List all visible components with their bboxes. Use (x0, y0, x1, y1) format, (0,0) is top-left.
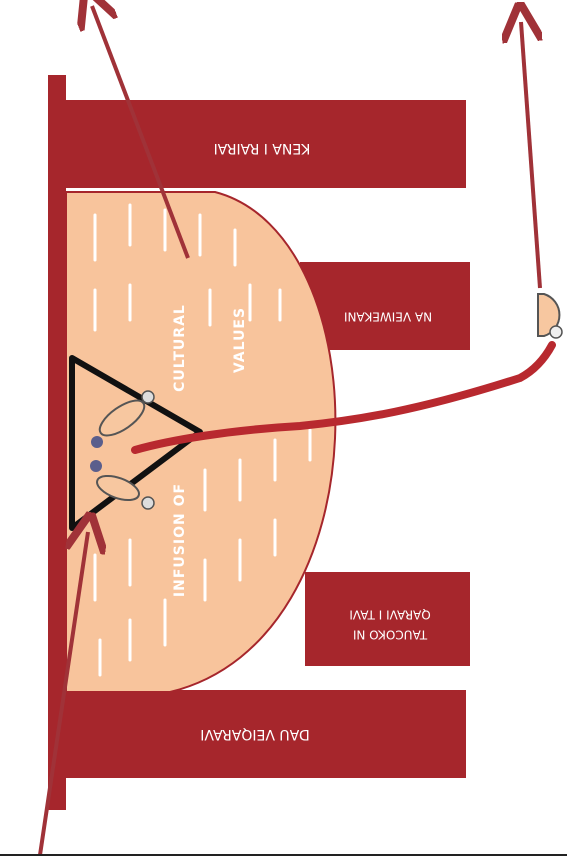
infusion-label-line1: INFUSION OF (172, 483, 188, 597)
infusion-label-line3: VALUES (232, 307, 248, 373)
lower-mid-bar-label-line2: QARAVI I TAVI (349, 608, 430, 622)
bottom-bar-label: DAU VEIQARAVI (200, 726, 310, 742)
infusion-label-line2: CULTURAL (172, 304, 188, 392)
upper-mid-bar-label: NA VEIWEKANI (344, 310, 432, 324)
top-bar-label: KENA I RAIRAI (214, 140, 311, 156)
lower-mid-bar-label-line1: TAUCOKO NI (353, 628, 428, 642)
